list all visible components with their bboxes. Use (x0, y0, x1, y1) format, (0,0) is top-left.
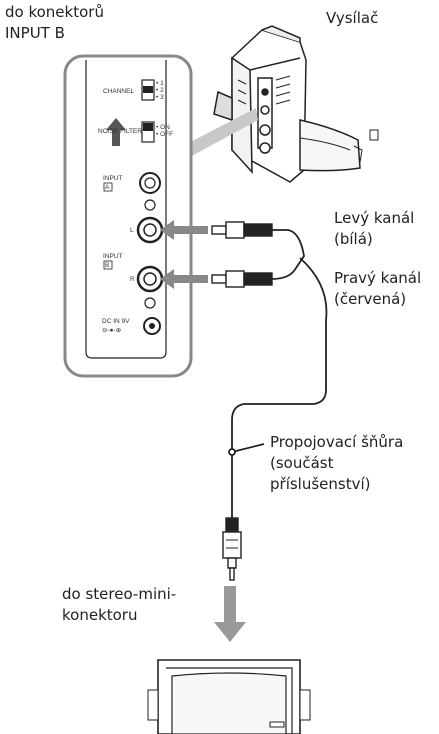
input-b-label: INPUT (103, 253, 123, 260)
insertion-arrows (160, 220, 208, 289)
connecting-cable (228, 229, 328, 518)
panel-leader-shape (175, 108, 258, 165)
jack-l-label: L (130, 227, 134, 234)
channel-label: CHANNEL (103, 88, 135, 95)
rear-panel (63, 54, 193, 378)
input-a-label: INPUT (103, 175, 123, 182)
input-b-connectors-label: do konektorů INPUT B (5, 3, 104, 42)
jack-r-label: R (130, 276, 135, 283)
dc-in-label: DC IN 9V (102, 318, 130, 325)
transmitter-label: Vysílač (326, 9, 379, 27)
rca-plugs (211, 221, 273, 288)
transmitter-illustration (213, 25, 379, 183)
input-b-letter: B (105, 262, 110, 269)
dc-polarity-label: ⊖-●-⊕ (102, 327, 122, 334)
right-channel-label: Pravý kanál (červená) (334, 269, 422, 308)
noise-filter-label: NOISE FILTER (98, 128, 142, 135)
connecting-cord-label: Propojovací šňůra (součást příslušenství… (270, 433, 404, 493)
down-arrow-icon (214, 586, 246, 642)
input-a-letter: A (105, 184, 110, 191)
left-channel-label: Levý kanál (bílá) (334, 209, 415, 248)
mini-plug (222, 517, 242, 581)
channel-positions: • 1 • 2 • 3 (156, 80, 164, 101)
tv-illustration (147, 659, 311, 734)
noise-filter-states: • ON • OFF (156, 124, 174, 138)
stereo-mini-jack-label: do stereo-mini- konektoru (62, 585, 177, 624)
